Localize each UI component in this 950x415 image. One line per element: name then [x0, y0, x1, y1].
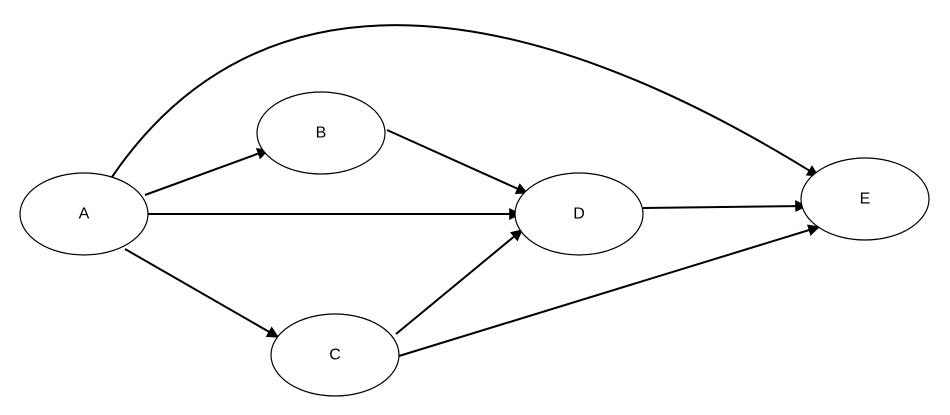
node-a-shape: [19, 172, 149, 256]
node-c-label: C: [329, 347, 341, 364]
edge-c-to-d: [395, 229, 523, 335]
node-b: B: [256, 91, 386, 175]
edge-d-to-e: [642, 200, 808, 213]
edge-a-to-b: [144, 148, 270, 196]
node-d-label: D: [573, 206, 585, 223]
node-e: E: [800, 157, 930, 241]
node-e-shape: [800, 157, 930, 241]
edge-a-to-c: [124, 248, 280, 338]
node-a: A: [19, 172, 149, 256]
node-b-label: B: [316, 125, 327, 142]
edge-a-to-e: [111, 24, 820, 178]
edges: [111, 24, 821, 357]
node-a-label: A: [79, 206, 90, 223]
node-e-label: E: [860, 191, 871, 208]
node-c-shape: [270, 313, 400, 397]
edge-b-to-d: [386, 129, 529, 195]
node-d-shape: [514, 172, 644, 256]
node-c: C: [270, 313, 400, 397]
node-d: D: [514, 172, 644, 256]
edge-c-to-e: [398, 224, 821, 357]
node-b-shape: [256, 91, 386, 175]
